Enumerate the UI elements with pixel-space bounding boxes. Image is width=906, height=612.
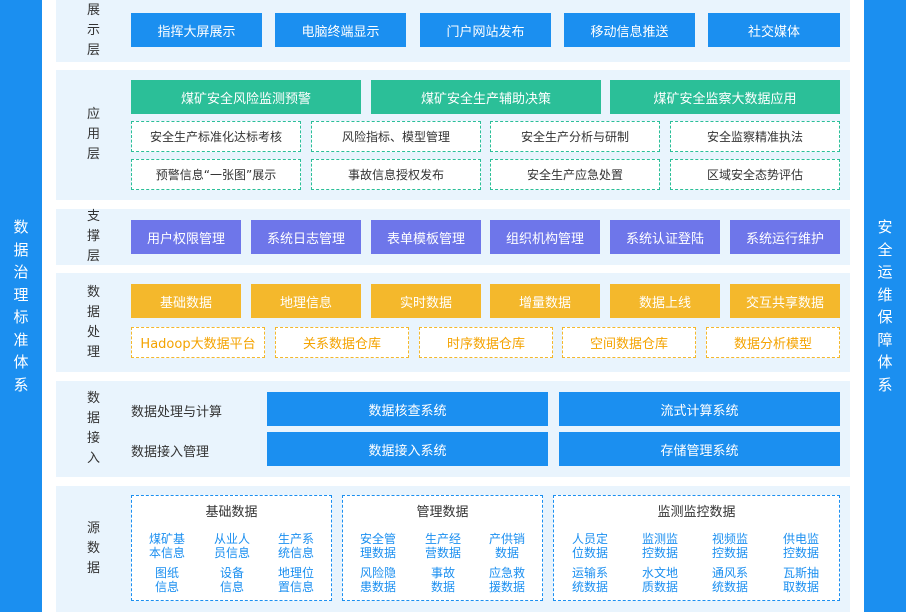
data-governance-standard-label: 数据治理标准体系 xyxy=(13,218,29,394)
processing-data-4[interactable]: 增量数据 xyxy=(490,284,600,318)
source-item[interactable]: 风险隐患数据 xyxy=(359,566,396,594)
display-button-4[interactable]: 移动信息推送 xyxy=(564,13,695,47)
application-item[interactable]: 预警信息“一张图”展示 xyxy=(131,159,301,190)
display-button-2[interactable]: 电脑终端显示 xyxy=(275,13,406,47)
source-item[interactable]: 地理位置信息 xyxy=(277,566,314,594)
processing-data-5[interactable]: 数据上线 xyxy=(610,284,720,318)
source-item[interactable]: 瓦斯抽取数据 xyxy=(782,566,819,594)
source-item[interactable]: 视频监控数据 xyxy=(711,532,748,560)
display-button-3[interactable]: 门户网站发布 xyxy=(420,13,551,47)
application-item[interactable]: 安全监察精准执法 xyxy=(670,121,840,152)
source-item[interactable]: 从业人员信息 xyxy=(213,532,250,560)
source-item[interactable]: 生产系统信息 xyxy=(277,532,314,560)
support-button-1[interactable]: 用户权限管理 xyxy=(131,220,241,254)
stream-compute-system-button[interactable]: 流式计算系统 xyxy=(559,392,840,426)
application-item[interactable]: 风险指标、模型管理 xyxy=(311,121,481,152)
source-layer: 源数据 基础数据 煤矿基本信息 从业人员信息 生产系统信息 图纸信息 设备信息 … xyxy=(56,486,850,612)
processing-layer-label-box: 数据处理 xyxy=(56,273,131,372)
source-item[interactable]: 运输系统数据 xyxy=(571,566,608,594)
display-layer-label-box: 展示层 xyxy=(56,0,131,62)
application-item[interactable]: 安全生产分析与研制 xyxy=(490,121,660,152)
processing-store-2[interactable]: 关系数据仓库 xyxy=(275,327,409,358)
support-button-6[interactable]: 系统运行维护 xyxy=(730,220,840,254)
source-layer-label-box: 源数据 xyxy=(56,486,131,612)
source-item[interactable]: 生产经营数据 xyxy=(424,532,461,560)
display-layer-label: 展示层 xyxy=(86,3,100,58)
application-layer: 应用层 煤矿安全风险监测预警 煤矿安全生产辅助决策 煤矿安全监察大数据应用 安全… xyxy=(56,70,850,200)
application-main-2[interactable]: 煤矿安全生产辅助决策 xyxy=(371,80,601,114)
support-layer: 支撑层 用户权限管理 系统日志管理 表单模板管理 组织机构管理 系统认证登陆 系… xyxy=(56,209,850,265)
access-row1-label: 数据处理与计算 xyxy=(131,405,223,420)
support-button-4[interactable]: 组织机构管理 xyxy=(490,220,600,254)
application-main-3[interactable]: 煤矿安全监察大数据应用 xyxy=(610,80,840,114)
source-group-title: 基础数据 xyxy=(205,505,258,520)
display-button-1[interactable]: 指挥大屏展示 xyxy=(131,13,262,47)
access-layer: 数据接入 数据处理与计算 数据接入管理 数据核查系统 流式计算系统 数据接入系统… xyxy=(56,381,850,477)
data-check-system-button[interactable]: 数据核查系统 xyxy=(267,392,548,426)
access-layer-label: 数据接入 xyxy=(86,391,100,466)
processing-data-2[interactable]: 地理信息 xyxy=(251,284,361,318)
data-governance-standard-bar: 数据治理标准体系 xyxy=(0,0,42,612)
source-item[interactable]: 应急救援数据 xyxy=(488,566,525,594)
security-ops-assurance-bar: 安全运维保障体系 xyxy=(864,0,906,612)
processing-data-6[interactable]: 交互共享数据 xyxy=(730,284,840,318)
support-layer-label-box: 支撑层 xyxy=(56,209,131,265)
application-main-1[interactable]: 煤矿安全风险监测预警 xyxy=(131,80,361,114)
support-button-5[interactable]: 系统认证登陆 xyxy=(610,220,720,254)
source-item[interactable]: 人员定位数据 xyxy=(571,532,608,560)
application-item[interactable]: 事故信息授权发布 xyxy=(311,159,481,190)
display-layer: 展示层 指挥大屏展示 电脑终端显示 门户网站发布 移动信息推送 社交媒体 xyxy=(56,0,850,62)
processing-data-1[interactable]: 基础数据 xyxy=(131,284,241,318)
application-layer-label: 应用层 xyxy=(86,107,100,162)
processing-layer-label: 数据处理 xyxy=(86,284,100,360)
support-button-3[interactable]: 表单模板管理 xyxy=(371,220,481,254)
source-group-basic: 基础数据 煤矿基本信息 从业人员信息 生产系统信息 图纸信息 设备信息 地理位置… xyxy=(131,495,332,601)
source-item[interactable]: 煤矿基本信息 xyxy=(148,532,185,560)
source-item[interactable]: 供电监控数据 xyxy=(782,532,819,560)
access-row2-label: 数据接入管理 xyxy=(131,445,210,460)
source-item[interactable]: 设备信息 xyxy=(219,566,244,594)
source-item[interactable]: 图纸信息 xyxy=(154,566,179,594)
processing-store-5[interactable]: 数据分析模型 xyxy=(706,327,840,358)
source-group-title: 监测监控数据 xyxy=(657,505,736,520)
processing-store-4[interactable]: 空间数据仓库 xyxy=(562,327,696,358)
application-item[interactable]: 安全生产应急处置 xyxy=(490,159,660,190)
storage-management-system-button[interactable]: 存储管理系统 xyxy=(559,432,840,466)
processing-store-1[interactable]: Hadoop大数据平台 xyxy=(131,327,265,358)
source-item[interactable]: 产供销数据 xyxy=(488,532,525,560)
security-ops-assurance-label: 安全运维保障体系 xyxy=(877,218,893,394)
source-layer-label: 源数据 xyxy=(86,521,100,576)
source-group-monitoring: 监测监控数据 人员定位数据 监测监控数据 视频监控数据 供电监控数据 运输系统数… xyxy=(553,495,840,601)
display-button-5[interactable]: 社交媒体 xyxy=(708,13,840,47)
source-item[interactable]: 安全管理数据 xyxy=(359,532,396,560)
support-layer-label: 支撑层 xyxy=(86,209,100,264)
source-item[interactable]: 通风系统数据 xyxy=(711,566,748,594)
source-item[interactable]: 监测监控数据 xyxy=(641,532,678,560)
source-item[interactable]: 事故数据 xyxy=(430,566,455,594)
application-layer-label-box: 应用层 xyxy=(56,70,131,200)
source-group-title: 管理数据 xyxy=(416,505,469,520)
data-access-system-button[interactable]: 数据接入系统 xyxy=(267,432,548,466)
access-layer-label-box: 数据接入 xyxy=(56,381,131,477)
source-group-management: 管理数据 安全管理数据 生产经营数据 产供销数据 风险隐患数据 事故数据 应急救… xyxy=(342,495,543,601)
processing-data-3[interactable]: 实时数据 xyxy=(371,284,481,318)
processing-store-3[interactable]: 时序数据仓库 xyxy=(419,327,553,358)
application-item[interactable]: 区域安全态势评估 xyxy=(670,159,840,190)
source-item[interactable]: 水文地质数据 xyxy=(641,566,678,594)
processing-layer: 数据处理 基础数据 地理信息 实时数据 增量数据 数据上线 交互共享数据 Had… xyxy=(56,273,850,372)
application-item[interactable]: 安全生产标准化达标考核 xyxy=(131,121,301,152)
support-button-2[interactable]: 系统日志管理 xyxy=(251,220,361,254)
